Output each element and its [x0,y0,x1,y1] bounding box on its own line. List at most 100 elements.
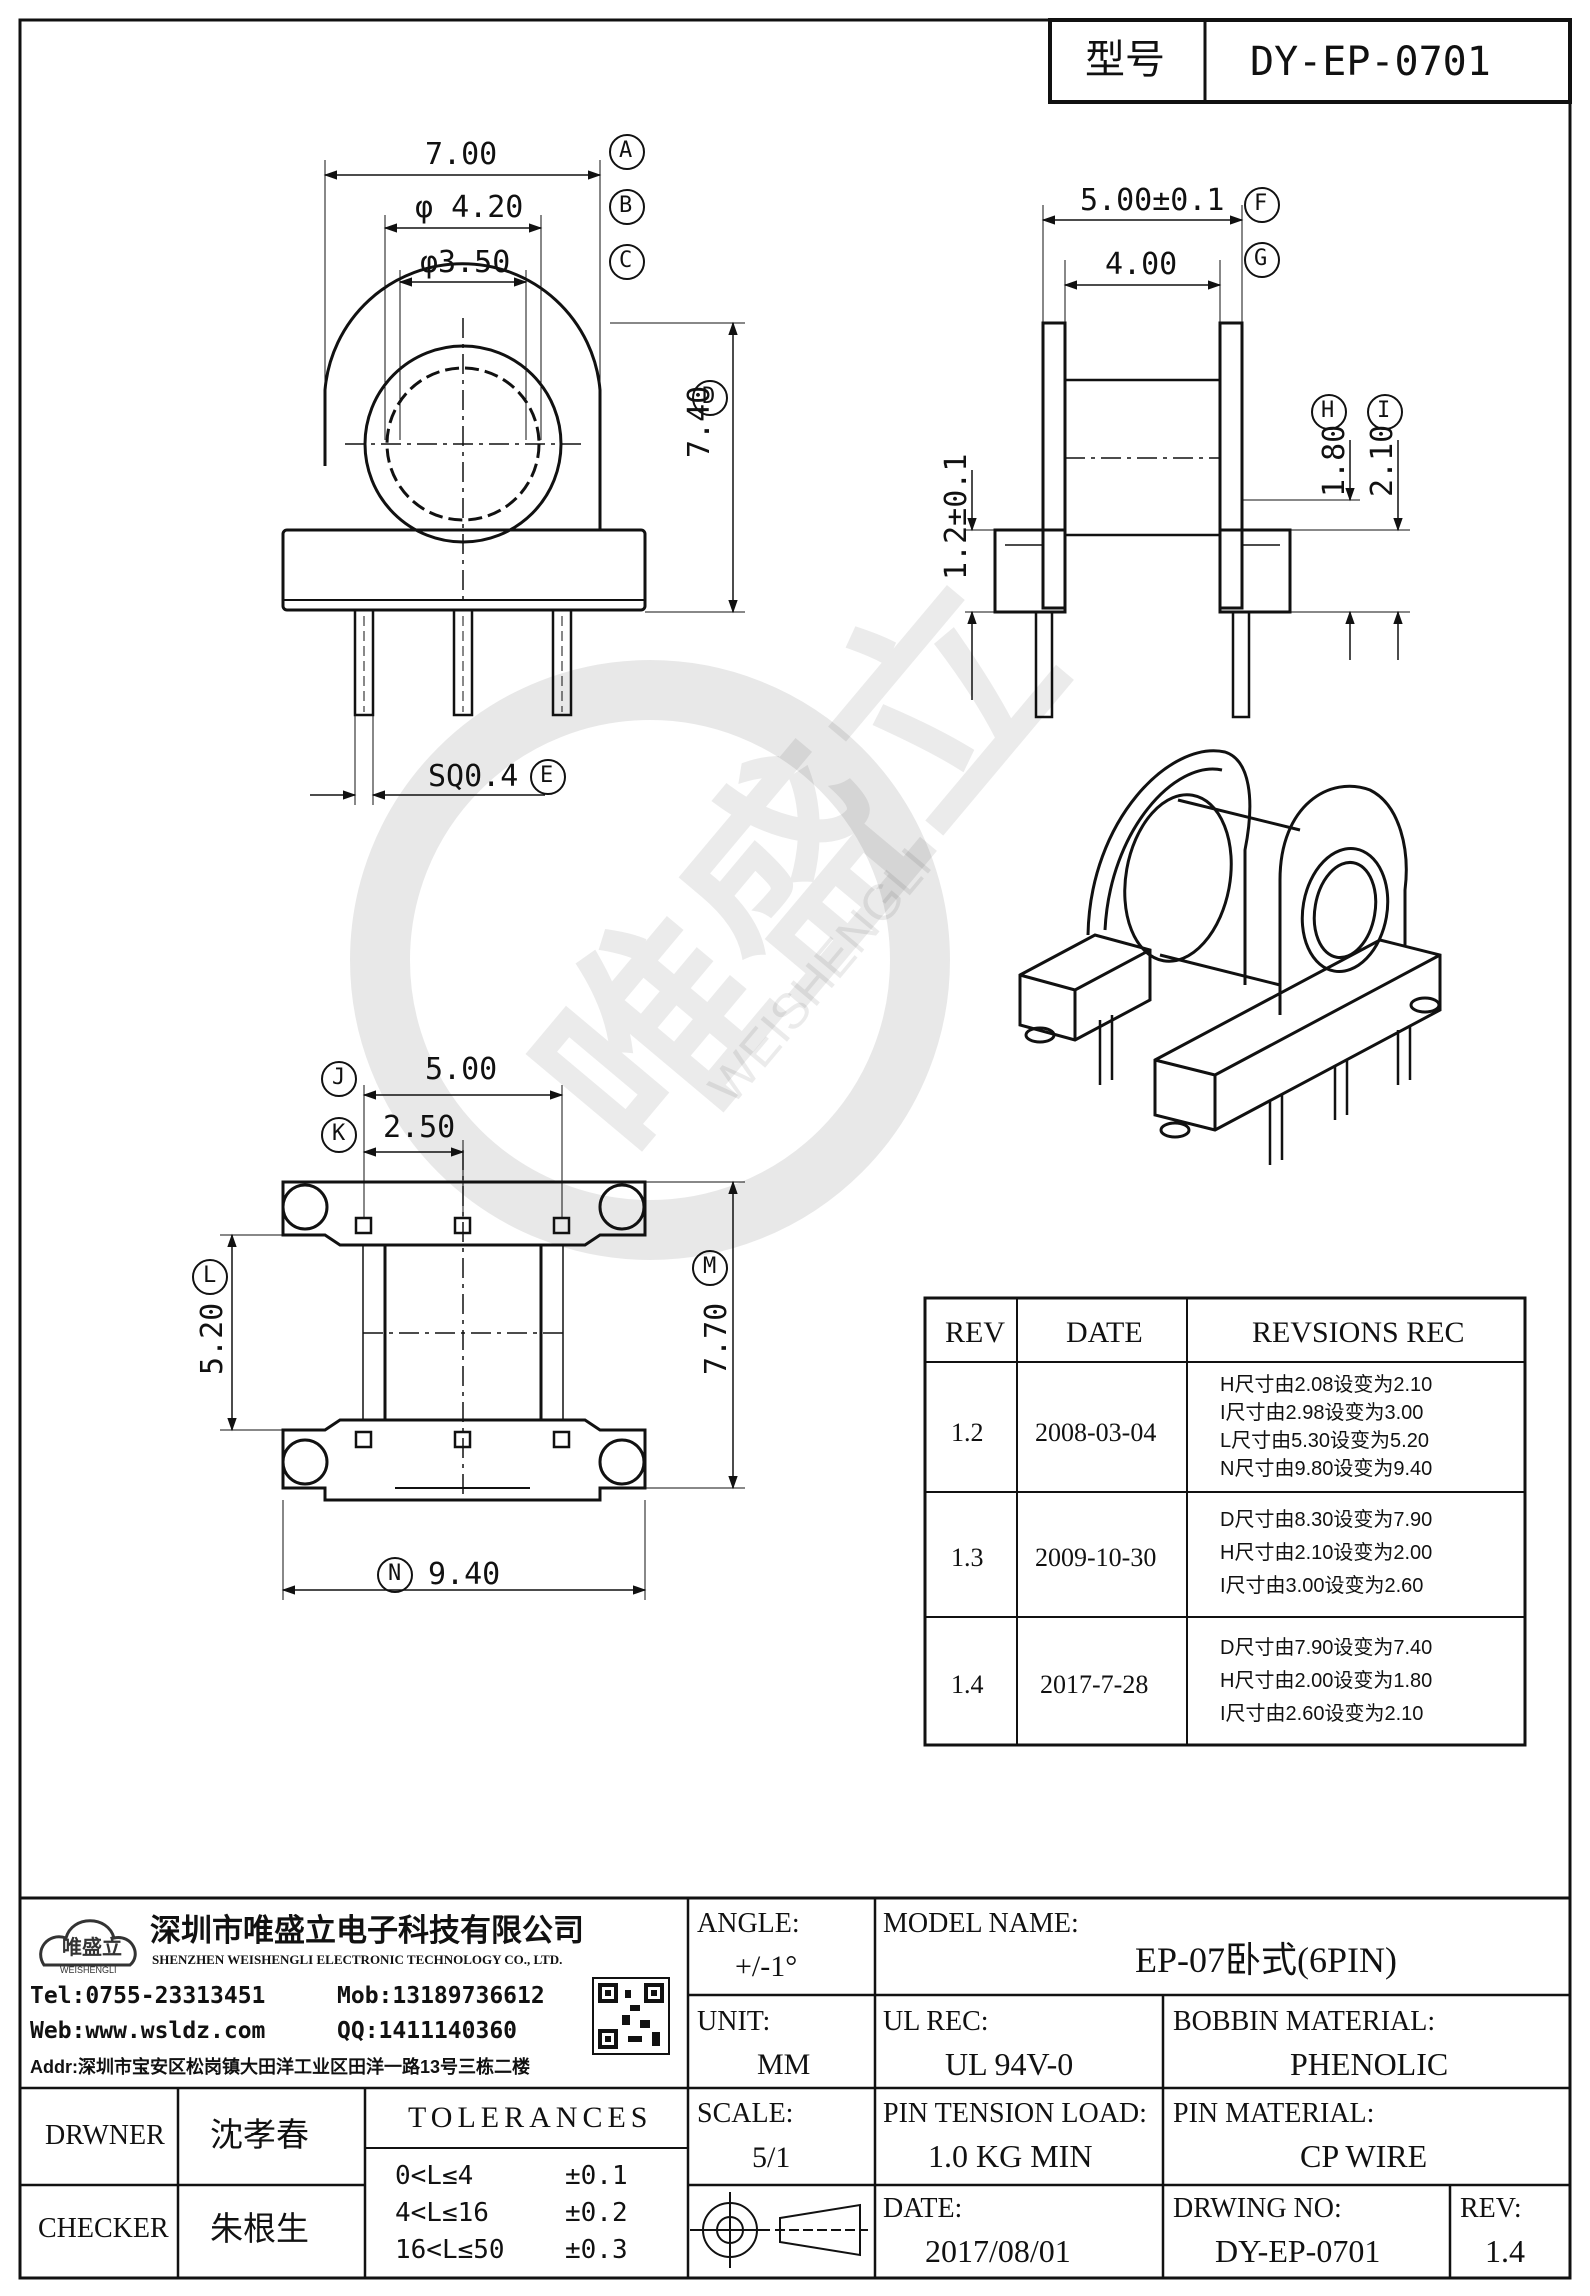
ul-rec-label: UL REC: [883,2006,989,2037]
sheet-border [18,18,1572,2280]
rev-header-notes: REVSIONS REC [1252,1316,1465,1349]
rev-row-1-note: H尺寸由2.08设变为2.10 [1220,1374,1433,1396]
dim-pitch: 2.50 [383,1110,456,1145]
pin-material-value: CP WIRE [1300,2138,1428,2174]
tolerance-range: 4<L≤16 [395,2198,489,2228]
company-en: SHENZHEN WEISHENGLI ELECTRONIC TECHNOLOG… [152,1952,563,1967]
ref-g: G [1254,246,1268,271]
bottom-view [220,1085,745,1600]
angle-label: ANGLE: [697,1908,800,1939]
dim-h: 1.80 [1317,424,1352,497]
unit-label: UNIT: [697,2006,771,2037]
rev-row-3-note: I尺寸由2.60设变为2.10 [1220,1703,1424,1725]
ref-l: L [203,1263,217,1288]
ref-b: B [619,193,633,218]
unit-value: MM [757,2048,811,2081]
qr-code [592,1977,670,2055]
tolerance-range: 16<L≤50 [395,2235,505,2265]
pin-tension-value: 1.0 KG MIN [928,2138,1093,2174]
tolerance-range: 0<L≤4 [395,2161,474,2191]
ref-h: H [1321,398,1335,423]
model-label: 型号 [1085,38,1165,82]
header-box [1048,18,1572,104]
dim-n: 9.40 [428,1557,501,1592]
qq: QQ:1411140360 [337,2018,518,2044]
drawing-no-value: DY-EP-0701 [1215,2233,1381,2269]
logo-sub: WEISHENGLI [60,1965,117,1975]
rev-row-2-rev: 1.3 [951,1543,984,1572]
logo-text: 唯盛立 [62,1937,122,1959]
rev-header-date: DATE [1066,1316,1143,1349]
ref-k: K [332,1121,346,1146]
rev-row-3-rev: 1.4 [951,1670,984,1699]
drawer-label: DRWNER [45,2120,165,2151]
angle-value: +/-1° [735,1950,798,1983]
ref-m: M [703,1254,717,1279]
pin-tension-label: PIN TENSION LOAD: [883,2098,1147,2129]
rev-row-2-note: I尺寸由3.00设变为2.60 [1220,1575,1424,1597]
side-view [965,205,1410,719]
rev-row-1-date: 2008-03-04 [1035,1418,1157,1447]
tel: Tel:0755-23313451 [30,1983,266,2009]
watermark-logo [350,660,950,1260]
ref-j: J [332,1065,346,1090]
web: Web:www.wsldz.com [30,2018,266,2044]
projection-symbol-icon [690,2192,868,2268]
model-name-value: EP-07卧式(6PIN) [1135,1940,1397,1980]
dim-overall: 5.00±0.1 [1080,183,1225,218]
mob: Mob:13189736612 [337,1983,545,2009]
date-value: 2017/08/01 [925,2233,1071,2269]
dim-i: 2.10 [1365,424,1400,497]
model-name-label: MODEL NAME: [883,1908,1079,1939]
dim-inner-dia: φ3.50 [420,245,511,280]
rev-value: 1.4 [1485,2233,1525,2269]
ref-a: A [619,138,633,163]
dim-width: 7.00 [425,137,498,172]
rev-header-rev: REV [945,1316,1005,1349]
ul-rec-value: UL 94V-0 [945,2046,1074,2082]
ref-e: E [540,763,554,788]
title-block-grid [20,1896,1570,2278]
ref-i: I [1377,398,1391,423]
drawer-value: 沈孝春 [210,2116,309,2153]
reference-circles [192,134,1403,1593]
checker-label: CHECKER [38,2213,169,2244]
rev-row-1-note: N尺寸由9.80设变为9.40 [1220,1458,1433,1480]
front-view [281,160,745,805]
model-value: DY-EP-0701 [1250,39,1491,85]
cloud-logo-icon [39,1919,137,1967]
dim-l: 5.20 [195,1302,230,1375]
date-label: DATE: [883,2193,963,2224]
drawing-no-label: DRWING NO: [1173,2193,1342,2224]
dim-inner: 4.00 [1105,247,1178,282]
checker-value: 朱根生 [210,2210,309,2247]
ref-n: N [388,1561,402,1586]
tolerance-value: ±0.3 [565,2235,628,2265]
bobbin-material-label: BOBBIN MATERIAL: [1173,2006,1436,2037]
rev-row-2-note: D尺寸由8.30设变为7.90 [1220,1509,1433,1531]
rev-row-3-date: 2017-7-28 [1040,1670,1149,1699]
dim-pin: SQ0.4 [428,759,519,794]
tolerance-value: ±0.1 [565,2161,628,2191]
company-cn: 深圳市唯盛立电子科技有限公司 [150,1913,584,1948]
rev-row-1-rev: 1.2 [951,1418,984,1447]
ref-f: F [1254,191,1268,216]
address: Addr:深圳市宝安区松岗镇大田洋工业区田洋一路13号三栋二楼 [30,2057,531,2077]
pin-material-label: PIN MATERIAL: [1173,2098,1375,2129]
revision-table-grid [923,1296,1527,1747]
scale-value: 5/1 [752,2141,791,2174]
rev-row-3-note: D尺寸由7.90设变为7.40 [1220,1637,1433,1659]
rev-row-1-note: L尺寸由5.30设变为5.20 [1220,1430,1429,1452]
rev-row-2-note: H尺寸由2.10设变为2.00 [1220,1542,1433,1564]
dim-outer-dia: φ 4.20 [415,190,524,225]
tolerance-value: ±0.2 [565,2198,628,2228]
dim-pitch-total: 5.00 [425,1052,498,1087]
tolerances-label: TOLERANCES [408,2101,653,2134]
rev-row-1-note: I尺寸由2.98设变为3.00 [1220,1402,1424,1424]
rev-label: REV: [1460,2193,1522,2224]
scale-label: SCALE: [697,2098,794,2129]
rev-row-2-date: 2009-10-30 [1035,1543,1157,1572]
rev-row-3-note: H尺寸由2.00设变为1.80 [1220,1670,1433,1692]
